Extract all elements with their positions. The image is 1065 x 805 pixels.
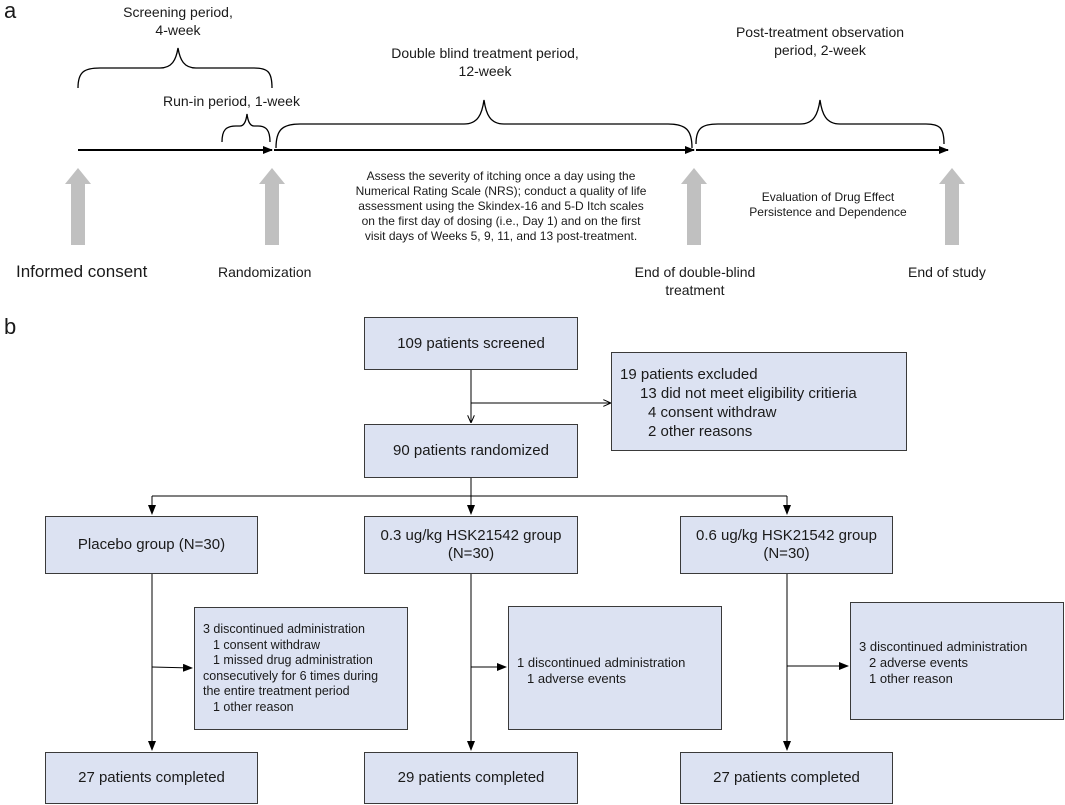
- assess-line-3: assessment using the Skindex-16 and 5-D …: [358, 199, 644, 213]
- placebo-disc-line-1: 3 discontinued administration: [203, 622, 365, 636]
- g03-disc-line-2: 1 adverse events: [527, 671, 627, 686]
- milestone-randomization: Randomization: [218, 264, 312, 280]
- brace-screening: [77, 47, 273, 89]
- up-arrow-consent: [65, 168, 91, 245]
- placebo-disc-line-6: 1 other reason: [213, 699, 294, 714]
- randomized-box: 90 patients randomized: [364, 424, 578, 478]
- excluded-reason-2: 4 consent withdraw: [648, 404, 777, 421]
- group-03-box: 0.3 ug/kg HSK21542 group (N=30): [364, 516, 578, 574]
- group-06-label-2: (N=30): [763, 545, 810, 562]
- g03-disc-line-1: 1 discontinued administration: [517, 655, 686, 670]
- placebo-disc-line-4: consecutively for 6 times during: [203, 668, 379, 683]
- milestone-end-study: End of study: [908, 264, 986, 280]
- post-treatment-period-label: Post-treatment observation period, 2-wee…: [700, 23, 940, 59]
- excluded-reason-3: 2 other reasons: [648, 423, 753, 440]
- panel-a-label: a: [4, 0, 17, 23]
- evaluation-line-2: Persistence and Dependence: [749, 205, 907, 219]
- excluded-reason-1: 13 did not meet eligibility critieria: [640, 385, 857, 402]
- up-arrow-randomization: [259, 168, 285, 245]
- assess-line-5: visit days of Weeks 5, 9, 11, and 13 pos…: [364, 229, 638, 243]
- placebo-disc-line-5: the entire treatment period: [203, 684, 350, 698]
- assess-line-4: on the first day of dosing (i.e., Day 1)…: [361, 214, 641, 228]
- post-treatment-line-1: Post-treatment observation: [735, 24, 905, 40]
- double-blind-period-label: Double blind treatment period, 12-week: [350, 44, 620, 80]
- placebo-completed-box: 27 patients completed: [45, 752, 258, 804]
- milestone-end-double-blind: End of double-blind treatment: [610, 263, 780, 299]
- g06-disc-line-2: 2 adverse events: [869, 655, 969, 670]
- g03-completed-text: 29 patients completed: [397, 769, 545, 786]
- group-06-discontinued-box: 3 discontinued administration 2 adverse …: [850, 602, 1064, 720]
- brace-post-treatment: [695, 99, 945, 145]
- placebo-group-box: Placebo group (N=30): [45, 516, 258, 574]
- connector-placebo-side: [151, 663, 193, 672]
- brace-runin: [221, 113, 271, 143]
- milestone-informed-consent: Informed consent: [16, 262, 148, 281]
- double-blind-line-1: Double blind treatment period,: [391, 45, 579, 61]
- randomized-text: 90 patients randomized: [393, 442, 549, 459]
- evaluation-description: Evaluation of Drug Effect Persistence an…: [728, 190, 928, 220]
- excluded-box: 19 patients excluded 13 did not meet eli…: [611, 352, 907, 451]
- panel-b-label: b: [4, 314, 17, 339]
- group-03-discontinued-box: 1 discontinued administration 1 adverse …: [508, 606, 722, 730]
- group-06-box: 0.6 ug/kg HSK21542 group (N=30): [680, 516, 893, 574]
- end-double-blind-line-1: End of double-blind: [634, 264, 756, 280]
- g06-completed-text: 27 patients completed: [713, 769, 860, 786]
- placebo-discontinued-box: 3 discontinued administration 1 consent …: [194, 607, 408, 730]
- screening-period-label: Screening period, 4-week: [98, 3, 258, 39]
- placebo-disc-line-2: 1 consent withdraw: [213, 637, 321, 652]
- post-treatment-line-2: period, 2-week: [774, 42, 866, 58]
- placebo-disc-line-3: 1 missed drug administration: [213, 653, 373, 667]
- screened-box: 109 patients screened: [364, 317, 578, 370]
- group-03-label-1: 0.3 ug/kg HSK21542 group: [380, 527, 562, 544]
- placebo-completed-text: 27 patients completed: [78, 769, 225, 786]
- excluded-title: 19 patients excluded: [620, 366, 758, 383]
- runin-period-label: Run-in period, 1-week: [163, 93, 300, 109]
- screening-line-1: Screening period,: [123, 4, 233, 20]
- milestone-arrows: [65, 168, 965, 245]
- placebo-group-label: Placebo group (N=30): [77, 536, 226, 553]
- double-blind-line-2: 12-week: [458, 63, 512, 79]
- group-06-label-1: 0.6 ug/kg HSK21542 group: [696, 527, 877, 544]
- up-arrow-end-study: [939, 168, 965, 245]
- brace-double-blind: [275, 99, 693, 149]
- group-03-completed-box: 29 patients completed: [364, 752, 578, 804]
- evaluation-line-1: Evaluation of Drug Effect: [761, 190, 895, 204]
- g06-disc-line-3: 1 other reason: [869, 671, 953, 686]
- group-03-label-2: (N=30): [447, 545, 495, 562]
- assess-line-1: Assess the severity of itching once a da…: [366, 169, 636, 183]
- assess-line-2: Numerical Rating Scale (NRS); conduct a …: [355, 184, 647, 198]
- screened-text: 109 patients screened: [397, 334, 545, 352]
- assessment-description: Assess the severity of itching once a da…: [318, 169, 684, 244]
- up-arrow-end-double-blind: [681, 168, 707, 245]
- screening-line-2: 4-week: [155, 22, 201, 38]
- end-double-blind-line-2: treatment: [665, 282, 725, 298]
- g06-disc-line-1: 3 discontinued administration: [859, 639, 1028, 654]
- group-06-completed-box: 27 patients completed: [680, 752, 893, 804]
